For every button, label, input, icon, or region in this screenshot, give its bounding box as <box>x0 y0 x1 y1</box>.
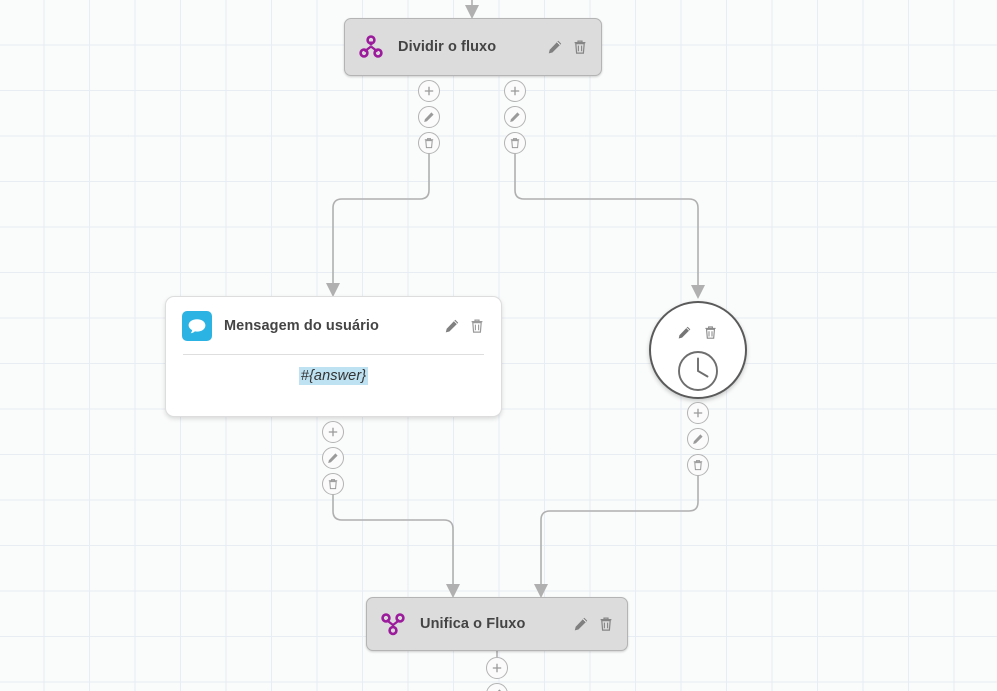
node-actions <box>651 325 745 341</box>
delete-port-icon[interactable] <box>322 473 344 495</box>
port-stack-delay[interactable] <box>687 402 709 476</box>
add-port-icon[interactable] <box>504 80 526 102</box>
chat-bubble-icon <box>182 311 212 341</box>
answer-variable-token[interactable]: #{answer} <box>298 367 369 385</box>
node-delay[interactable] <box>649 301 747 399</box>
node-body: #{answer} <box>166 355 501 401</box>
edit-icon[interactable] <box>547 39 563 55</box>
port-stack-merge[interactable] <box>486 657 508 691</box>
clock-icon <box>651 349 745 393</box>
add-port-icon[interactable] <box>322 421 344 443</box>
add-port-icon[interactable] <box>486 657 508 679</box>
add-port-icon[interactable] <box>418 80 440 102</box>
edit-port-icon[interactable] <box>486 683 508 691</box>
node-mensagem-do-usuario[interactable]: Mensagem do usuário <box>165 296 502 417</box>
node-actions <box>444 318 485 334</box>
trash-icon[interactable] <box>598 616 614 632</box>
node-actions <box>547 39 588 55</box>
edit-port-icon[interactable] <box>322 447 344 469</box>
port-stack-split-right[interactable] <box>504 80 526 154</box>
trash-icon[interactable] <box>572 39 588 55</box>
edit-port-icon[interactable] <box>418 106 440 128</box>
node-title: Unifica o Fluxo <box>420 616 526 632</box>
node-dividir-o-fluxo[interactable]: Dividir o fluxo <box>344 18 602 76</box>
edge-user-message-to-merge <box>332 494 460 598</box>
edge-split-to-delay <box>514 153 705 299</box>
delete-port-icon[interactable] <box>418 132 440 154</box>
edit-icon[interactable] <box>444 318 460 334</box>
edge-split-to-user-message <box>326 153 430 297</box>
node-title: Mensagem do usuário <box>224 318 379 334</box>
node-header: Mensagem do usuário <box>166 297 501 341</box>
port-stack-split-left[interactable] <box>418 80 440 154</box>
edit-port-icon[interactable] <box>504 106 526 128</box>
node-actions <box>573 616 614 632</box>
trash-icon[interactable] <box>469 318 485 334</box>
node-header: Unifica o Fluxo <box>367 598 627 650</box>
flow-split-icon <box>358 34 384 60</box>
node-title: Dividir o fluxo <box>398 39 497 55</box>
delete-port-icon[interactable] <box>504 132 526 154</box>
flow-merge-icon <box>380 611 406 637</box>
node-divider <box>183 354 484 355</box>
node-unifica-o-fluxo[interactable]: Unifica o Fluxo <box>366 597 628 651</box>
edit-icon[interactable] <box>573 616 589 632</box>
edit-icon[interactable] <box>677 325 693 341</box>
edge-incoming-to-split <box>465 0 479 19</box>
edge-delay-to-merge <box>534 475 699 598</box>
port-stack-user-message[interactable] <box>322 421 344 495</box>
node-header: Dividir o fluxo <box>345 19 601 75</box>
delete-port-icon[interactable] <box>687 454 709 476</box>
add-port-icon[interactable] <box>687 402 709 424</box>
edit-port-icon[interactable] <box>687 428 709 450</box>
trash-icon[interactable] <box>703 325 719 341</box>
